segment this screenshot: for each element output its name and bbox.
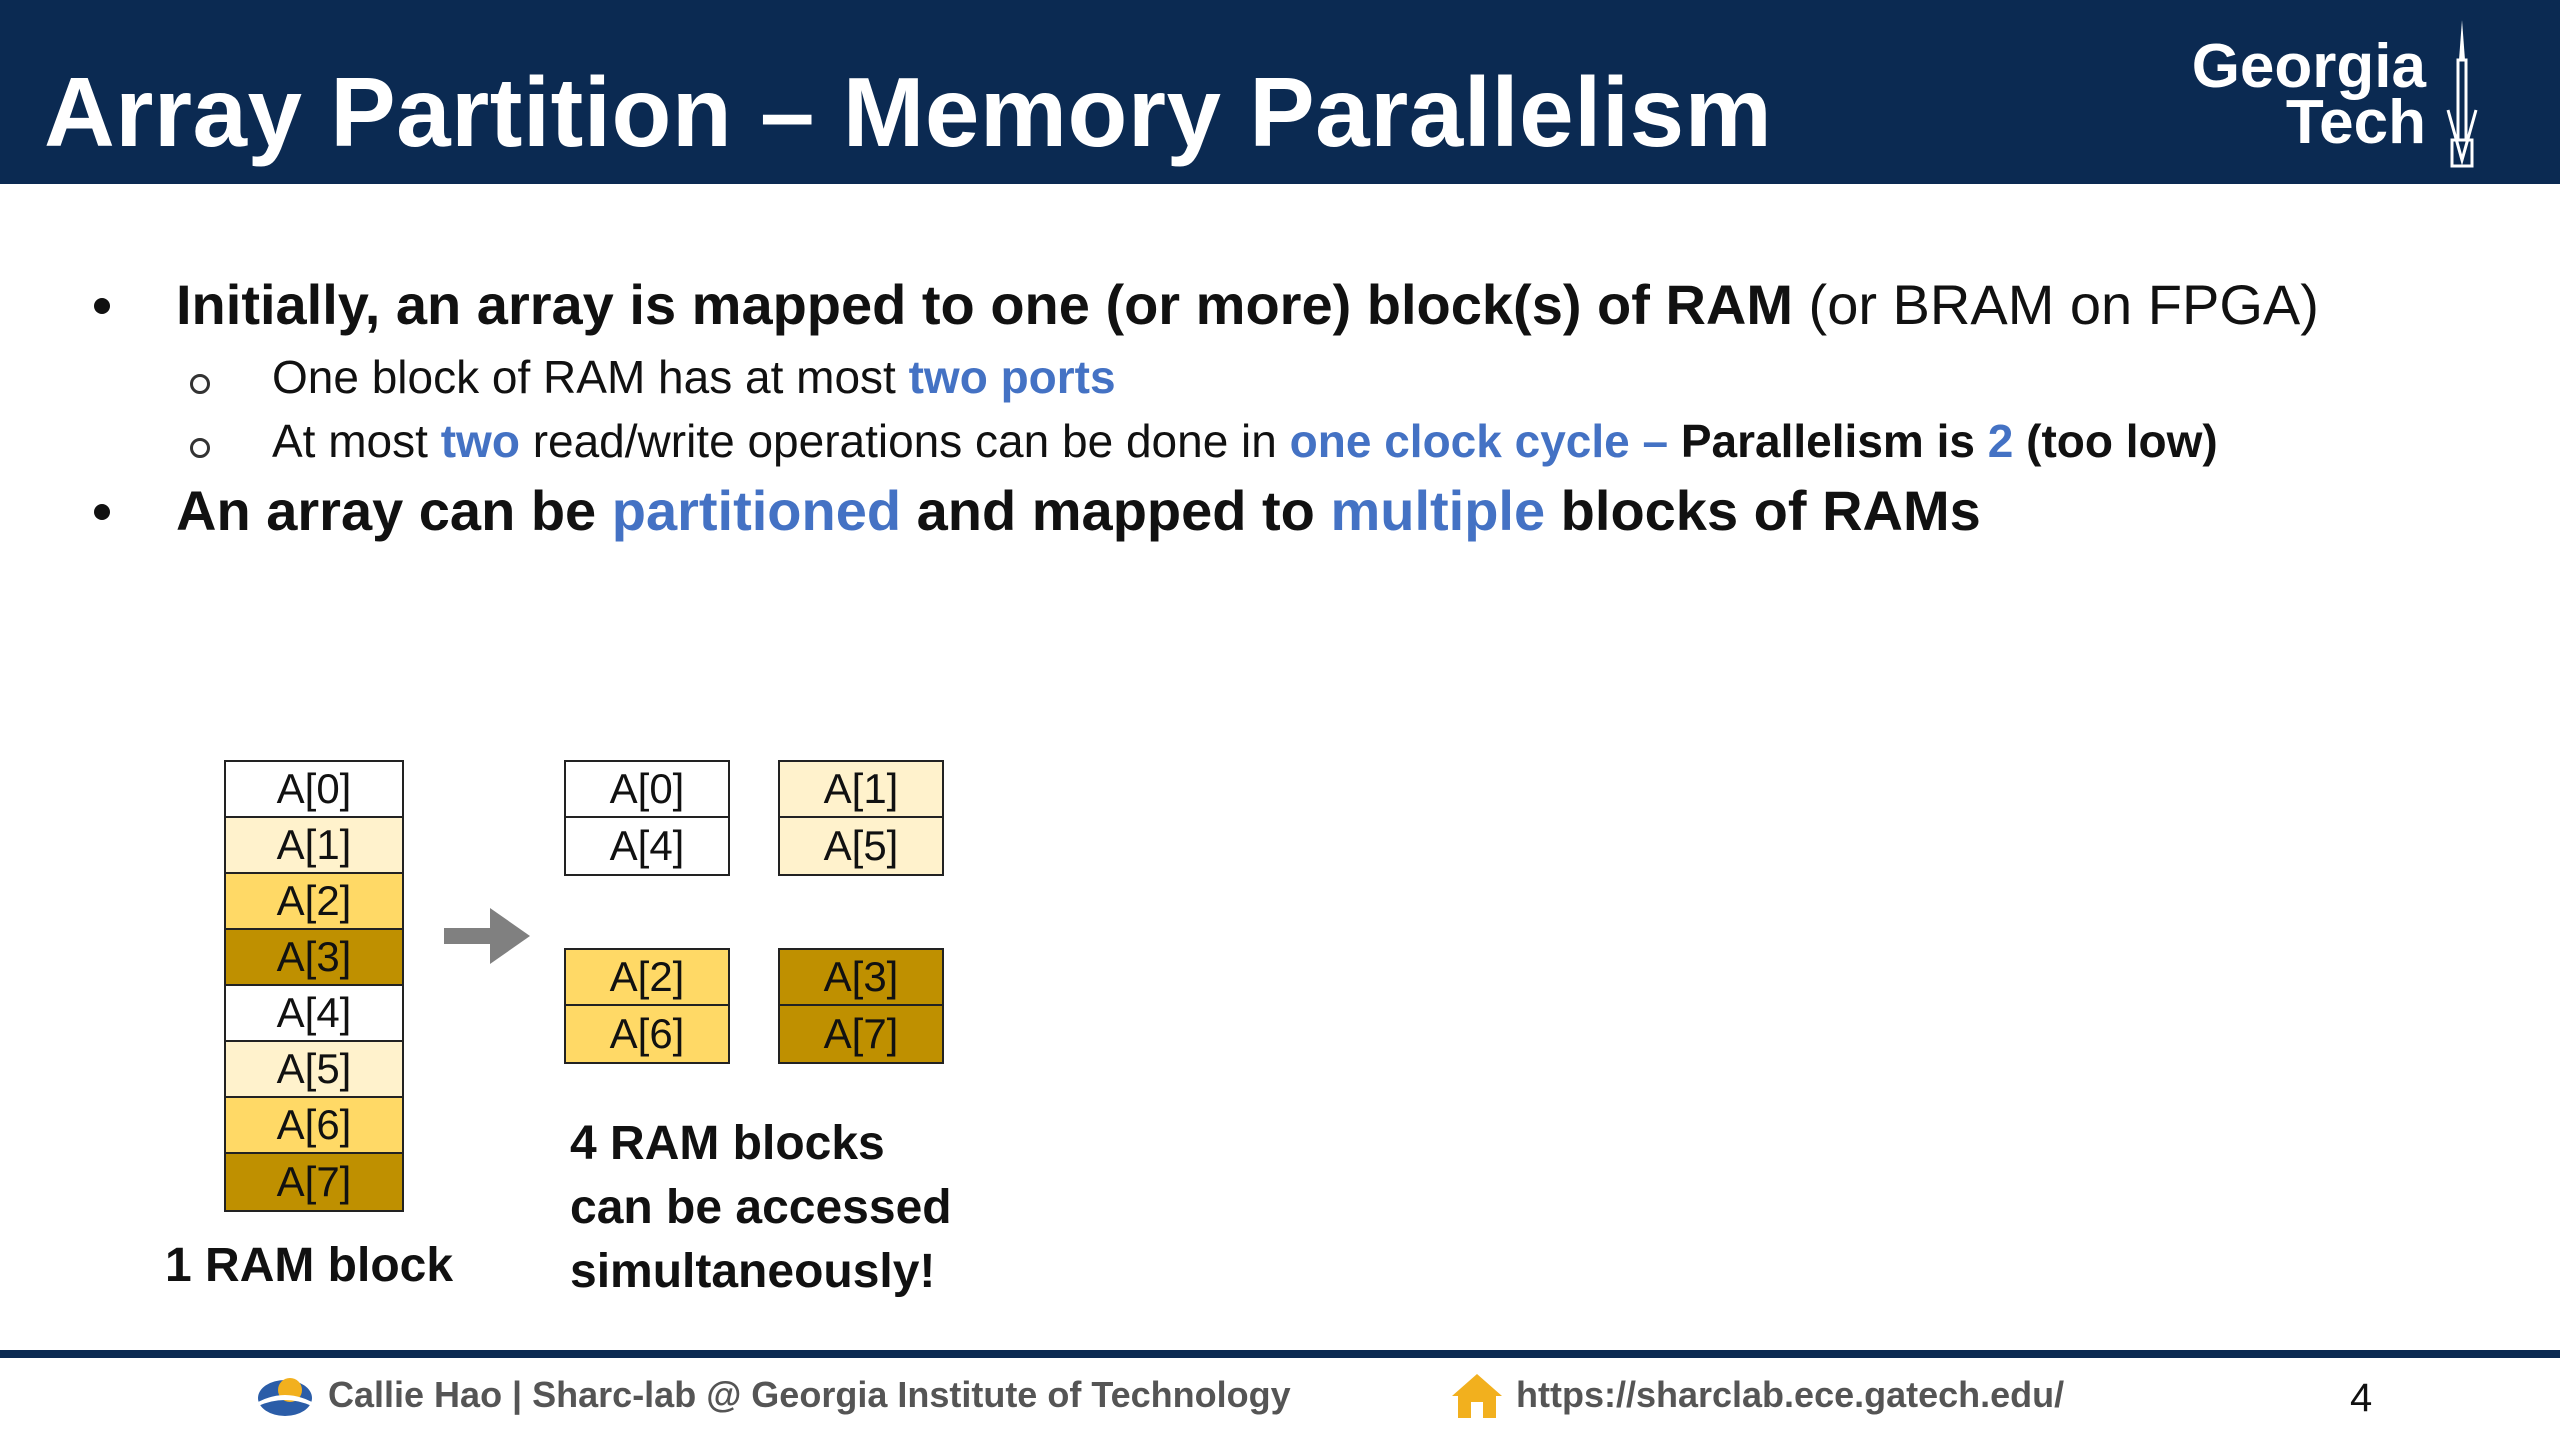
bullet1-normal-text: (or BRAM on FPGA) xyxy=(1793,273,2319,336)
sub2-highlight2: one clock cycle – xyxy=(1289,415,1681,467)
ram-cell: A[1] xyxy=(226,818,402,874)
logo-line2: Tech xyxy=(2285,88,2426,157)
ram-cell: A[5] xyxy=(780,818,942,874)
logo-line1: Georgia xyxy=(2191,32,2426,101)
bullet2-part1: An array can be xyxy=(176,479,612,542)
sub1-highlight: two ports xyxy=(908,351,1116,403)
sub-bullet-dot xyxy=(190,374,210,394)
footer-divider xyxy=(0,1350,2560,1358)
bullet-initially: Initially, an array is mapped to one (or… xyxy=(176,272,2319,337)
ram-cell: A[6] xyxy=(226,1098,402,1154)
ram-cell: A[3] xyxy=(780,950,942,1006)
bullet2-part2: and mapped to xyxy=(901,479,1331,542)
sub2-part3: Parallelism is xyxy=(1680,415,1988,467)
footer-credit: Callie Hao | Sharc-lab @ Georgia Institu… xyxy=(328,1374,1291,1415)
ram-cell: A[2] xyxy=(566,950,728,1006)
ram-block-3: A[2] A[6] xyxy=(564,948,730,1064)
bullet2-highlight1: partitioned xyxy=(611,479,902,542)
partitioned-label-line: can be accessed xyxy=(570,1181,952,1234)
sub2-highlight3: 2 xyxy=(1987,415,2014,467)
partitioned-label: 4 RAM blocks can be accessed simultaneou… xyxy=(570,1112,952,1304)
ram-cell: A[7] xyxy=(780,1006,942,1062)
partitioned-label-line: simultaneously! xyxy=(570,1245,936,1298)
georgia-tech-logo: Georgia Tech xyxy=(2110,20,2490,170)
right-arrow-icon xyxy=(444,908,530,964)
lab-website-link[interactable]: https://sharclab.ece.gatech.edu/ xyxy=(1516,1374,2065,1415)
page-number: 4 xyxy=(2350,1376,2373,1420)
sub2-highlight1: two xyxy=(440,415,520,467)
sub1-text: One block of RAM has at most xyxy=(272,351,909,403)
partitioned-label-line: 4 RAM blocks xyxy=(570,1117,885,1170)
bullet2-part3: blocks of RAMs xyxy=(1545,479,1981,542)
ram-block-1: A[0] A[4] xyxy=(564,760,730,876)
slide-title: Array Partition – Memory Parallelism xyxy=(44,57,1773,167)
sub2-part2: read/write operations can be done in xyxy=(519,415,1290,467)
sub-bullet-ports: One block of RAM has at most two ports xyxy=(272,350,1116,404)
ram-cell: A[7] xyxy=(226,1154,402,1210)
ram-block-2: A[1] A[5] xyxy=(778,760,944,876)
ram-block-4: A[3] A[7] xyxy=(778,948,944,1064)
ram-cell: A[4] xyxy=(566,818,728,874)
ram-cell: A[1] xyxy=(780,762,942,818)
ram-cell: A[5] xyxy=(226,1042,402,1098)
sub2-part4: (too low) xyxy=(2013,415,2218,467)
ram-cell: A[4] xyxy=(226,986,402,1042)
bullet-dot xyxy=(94,298,110,314)
home-icon xyxy=(1452,1374,1502,1418)
ram-cell: A[3] xyxy=(226,930,402,986)
ram-cell: A[6] xyxy=(566,1006,728,1062)
single-block-label: 1 RAM block xyxy=(165,1239,454,1292)
bullet-partitioned: An array can be partitioned and mapped t… xyxy=(176,478,1981,543)
sub-bullet-parallelism: At most two read/write operations can be… xyxy=(272,414,2218,468)
sharc-lab-logo-icon xyxy=(258,1378,312,1416)
sub2-part1: At most xyxy=(272,415,441,467)
bullet-dot xyxy=(94,504,110,520)
ram-cell: A[0] xyxy=(566,762,728,818)
tower-icon xyxy=(2446,20,2478,168)
slide-header: Array Partition – Memory Parallelism Geo… xyxy=(0,0,2560,184)
single-ram-block: A[0] A[1] A[2] A[3] A[4] A[5] A[6] A[7] xyxy=(224,760,404,1212)
bullet2-highlight2: multiple xyxy=(1330,479,1546,542)
ram-cell: A[2] xyxy=(226,874,402,930)
sub-bullet-dot xyxy=(190,438,210,458)
bullet1-bold-text: Initially, an array is mapped to one (or… xyxy=(176,273,1793,336)
ram-cell: A[0] xyxy=(226,762,402,818)
